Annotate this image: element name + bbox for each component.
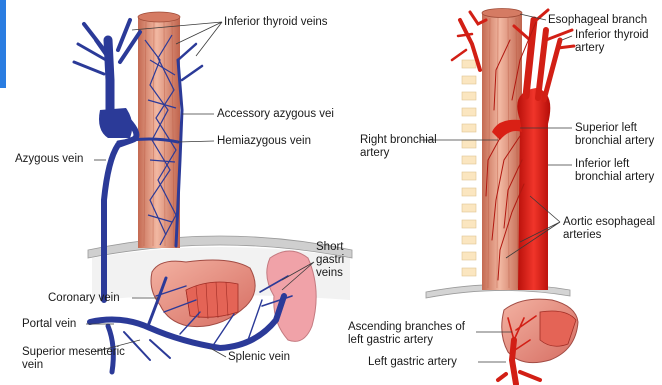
vertebral-column <box>462 60 476 276</box>
label-ascending-branches-left-gastric: Ascending branches of left gastric arter… <box>348 321 465 347</box>
label-right-bronchial-artery: Right bronchial artery <box>360 134 437 160</box>
label-accessory-azygous-vein: Accessory azygous vei <box>217 108 334 121</box>
venous-drainage-panel <box>74 12 352 372</box>
label-left-gastric-artery: Left gastric artery <box>368 356 457 369</box>
label-inferior-thyroid-artery: Inferior thyroid artery <box>575 29 649 55</box>
label-hemiazygous-vein: Hemiazygous vein <box>217 135 311 148</box>
label-splenic-vein: Splenic vein <box>228 351 290 364</box>
label-azygous-vein: Azygous vein <box>15 153 83 166</box>
esophagus-right <box>482 9 522 291</box>
label-short-gastric-veins: Short gastri veins <box>316 241 344 280</box>
superior-vena-cava <box>99 108 132 138</box>
label-portal-vein: Portal vein <box>22 318 76 331</box>
label-superior-mesenteric-vein: Superior mesenteric vein <box>22 346 125 372</box>
label-aortic-esophageal-arteries: Aortic esophageal arteries <box>563 216 655 242</box>
label-superior-left-bronchial-artery: Superior left bronchial artery <box>575 122 654 148</box>
label-coronary-vein: Coronary vein <box>48 292 120 305</box>
label-inferior-thyroid-veins: Inferior thyroid veins <box>224 16 328 29</box>
label-inferior-left-bronchial-artery: Inferior left bronchial artery <box>575 158 654 184</box>
esophagus-left <box>138 12 180 248</box>
label-esophageal-branch: Esophageal branch <box>548 14 647 27</box>
